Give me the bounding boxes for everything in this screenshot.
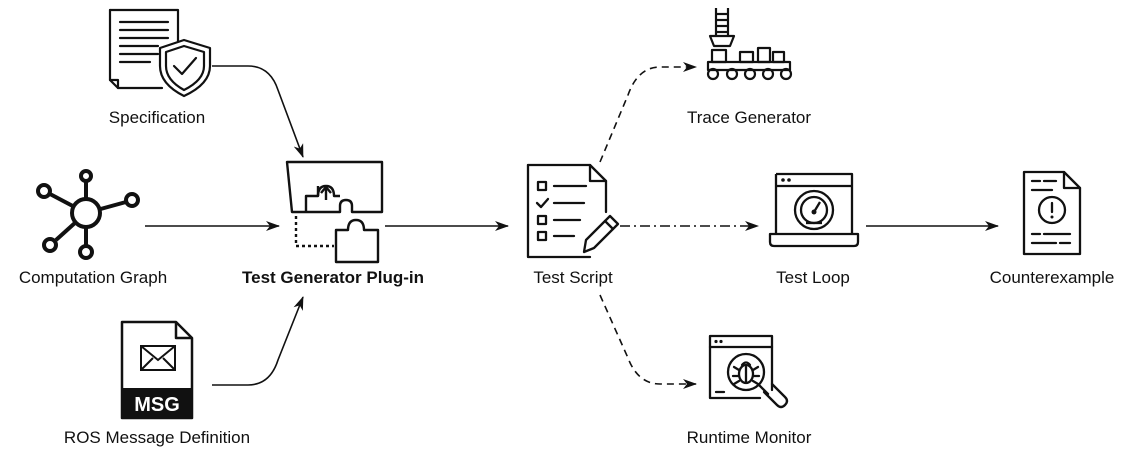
laptop-gauge-icon [768, 172, 860, 248]
counterexample-label: Counterexample [989, 268, 1115, 287]
test-loop-label: Test Loop [776, 268, 850, 287]
bug-magnifier-icon [708, 334, 789, 409]
edge-test-script-to-runtime-monitor [599, 294, 697, 389]
computation-graph-label: Computation Graph [18, 268, 168, 287]
msg-file-icon: MSG [120, 320, 194, 420]
conveyor-belt-icon [706, 8, 793, 81]
edge-test-script-to-trace-generator [599, 62, 697, 163]
edge-ros-message-to-plugin [212, 296, 304, 386]
test-generator-plugin-label: Test Generator Plug-in [242, 268, 424, 287]
msg-badge-text: MSG [134, 394, 180, 416]
document-shield-icon [108, 8, 212, 98]
checklist-pencil-icon [526, 163, 620, 259]
runtime-monitor-label: Runtime Monitor [686, 428, 812, 447]
puzzle-plugin-icon [285, 160, 384, 264]
specification-label: Specification [108, 108, 206, 127]
edge-specification-to-plugin [212, 65, 304, 158]
document-alert-icon [1022, 170, 1082, 256]
ros-message-definition-label: ROS Message Definition [63, 428, 251, 447]
test-script-label: Test Script [533, 268, 613, 287]
graph-network-icon [36, 169, 140, 260]
trace-generator-label: Trace Generator [686, 108, 812, 127]
